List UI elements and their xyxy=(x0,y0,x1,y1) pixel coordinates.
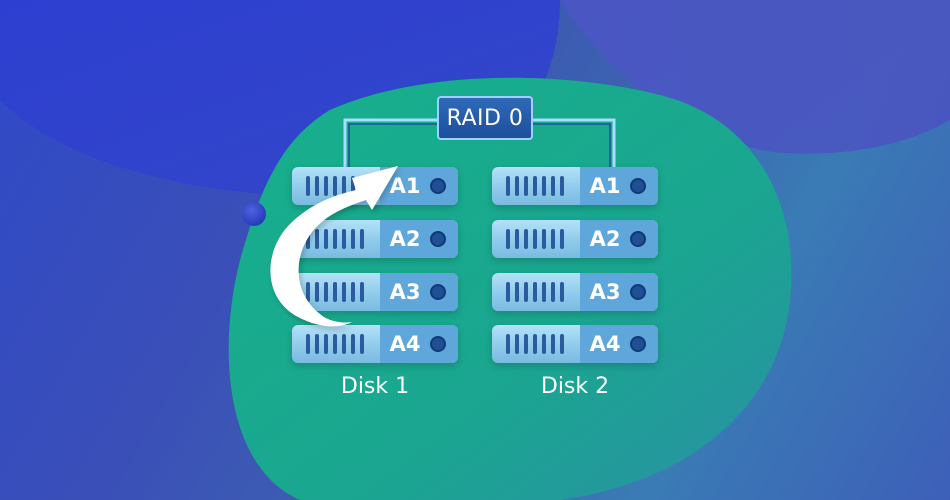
block-label: A4 xyxy=(589,332,621,356)
raid-0-label: RAID 0 xyxy=(437,96,533,140)
vent-slots-icon xyxy=(506,282,564,302)
decor-dot xyxy=(242,202,266,226)
vent-slots-icon xyxy=(306,229,364,249)
led-indicator-icon xyxy=(430,178,446,194)
disk-1-block-a2: A2 xyxy=(292,220,458,258)
top-right-blob xyxy=(560,0,950,154)
disk-1-block-a3: A3 xyxy=(292,273,458,311)
block-label: A2 xyxy=(389,227,421,251)
led-indicator-icon xyxy=(430,336,446,352)
raid-connector-inner xyxy=(348,123,611,168)
disk-2-block-a3: A3 xyxy=(492,273,658,311)
vent-slots-icon xyxy=(506,229,564,249)
led-indicator-icon xyxy=(630,284,646,300)
disk-2-block-a1: A1 xyxy=(492,167,658,205)
led-indicator-icon xyxy=(630,336,646,352)
led-indicator-icon xyxy=(630,231,646,247)
block-label: A4 xyxy=(389,332,421,356)
led-indicator-icon xyxy=(630,178,646,194)
disk-1-block-a4: A4 xyxy=(292,325,458,363)
disk-1-block-a1: A1 xyxy=(292,167,458,205)
vent-slots-icon xyxy=(506,334,564,354)
block-label: A1 xyxy=(589,174,621,198)
disk-1-caption: Disk 1 xyxy=(340,374,410,399)
block-label: A3 xyxy=(389,280,421,304)
vent-slots-icon xyxy=(306,334,364,354)
block-label: A3 xyxy=(589,280,621,304)
disk-2-block-a4: A4 xyxy=(492,325,658,363)
raid-connector xyxy=(343,118,616,168)
disk-2-block-a2: A2 xyxy=(492,220,658,258)
block-label: A1 xyxy=(389,174,421,198)
block-label: A2 xyxy=(589,227,621,251)
led-indicator-icon xyxy=(430,231,446,247)
vent-slots-icon xyxy=(506,176,564,196)
disk-2-caption: Disk 2 xyxy=(540,374,610,399)
vent-slots-icon xyxy=(306,282,364,302)
led-indicator-icon xyxy=(430,284,446,300)
